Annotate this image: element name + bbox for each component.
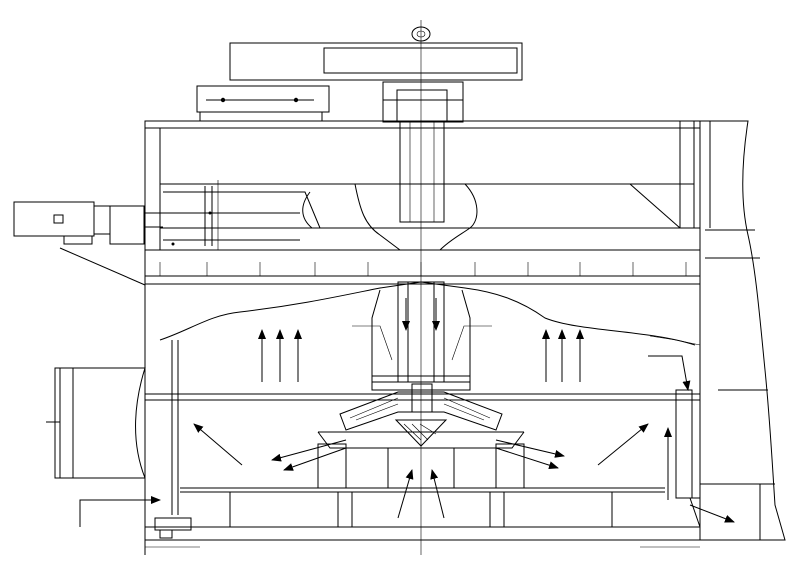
inlet-duct: [46, 367, 146, 527]
upper-frame-gussets: [163, 180, 681, 251]
drain-valve: [154, 517, 192, 539]
false-bottom: [145, 487, 700, 548]
leader-lines: [352, 325, 701, 361]
upper-frame: [144, 120, 711, 555]
tailings-outlet: [675, 389, 761, 540]
central-standpipe: [371, 281, 471, 391]
launder-teeth: [145, 262, 700, 277]
right-outer-wall: [700, 120, 786, 541]
impeller-rotor: [317, 383, 525, 449]
flow-arrows: [82, 298, 735, 523]
shaft-housing: [382, 81, 464, 223]
side-drive-motor: [13, 201, 163, 286]
froth-surface-line: [159, 281, 696, 346]
top-drive-housing: [229, 42, 523, 81]
gearbox: [196, 85, 330, 122]
lifting-eye: [411, 26, 431, 42]
